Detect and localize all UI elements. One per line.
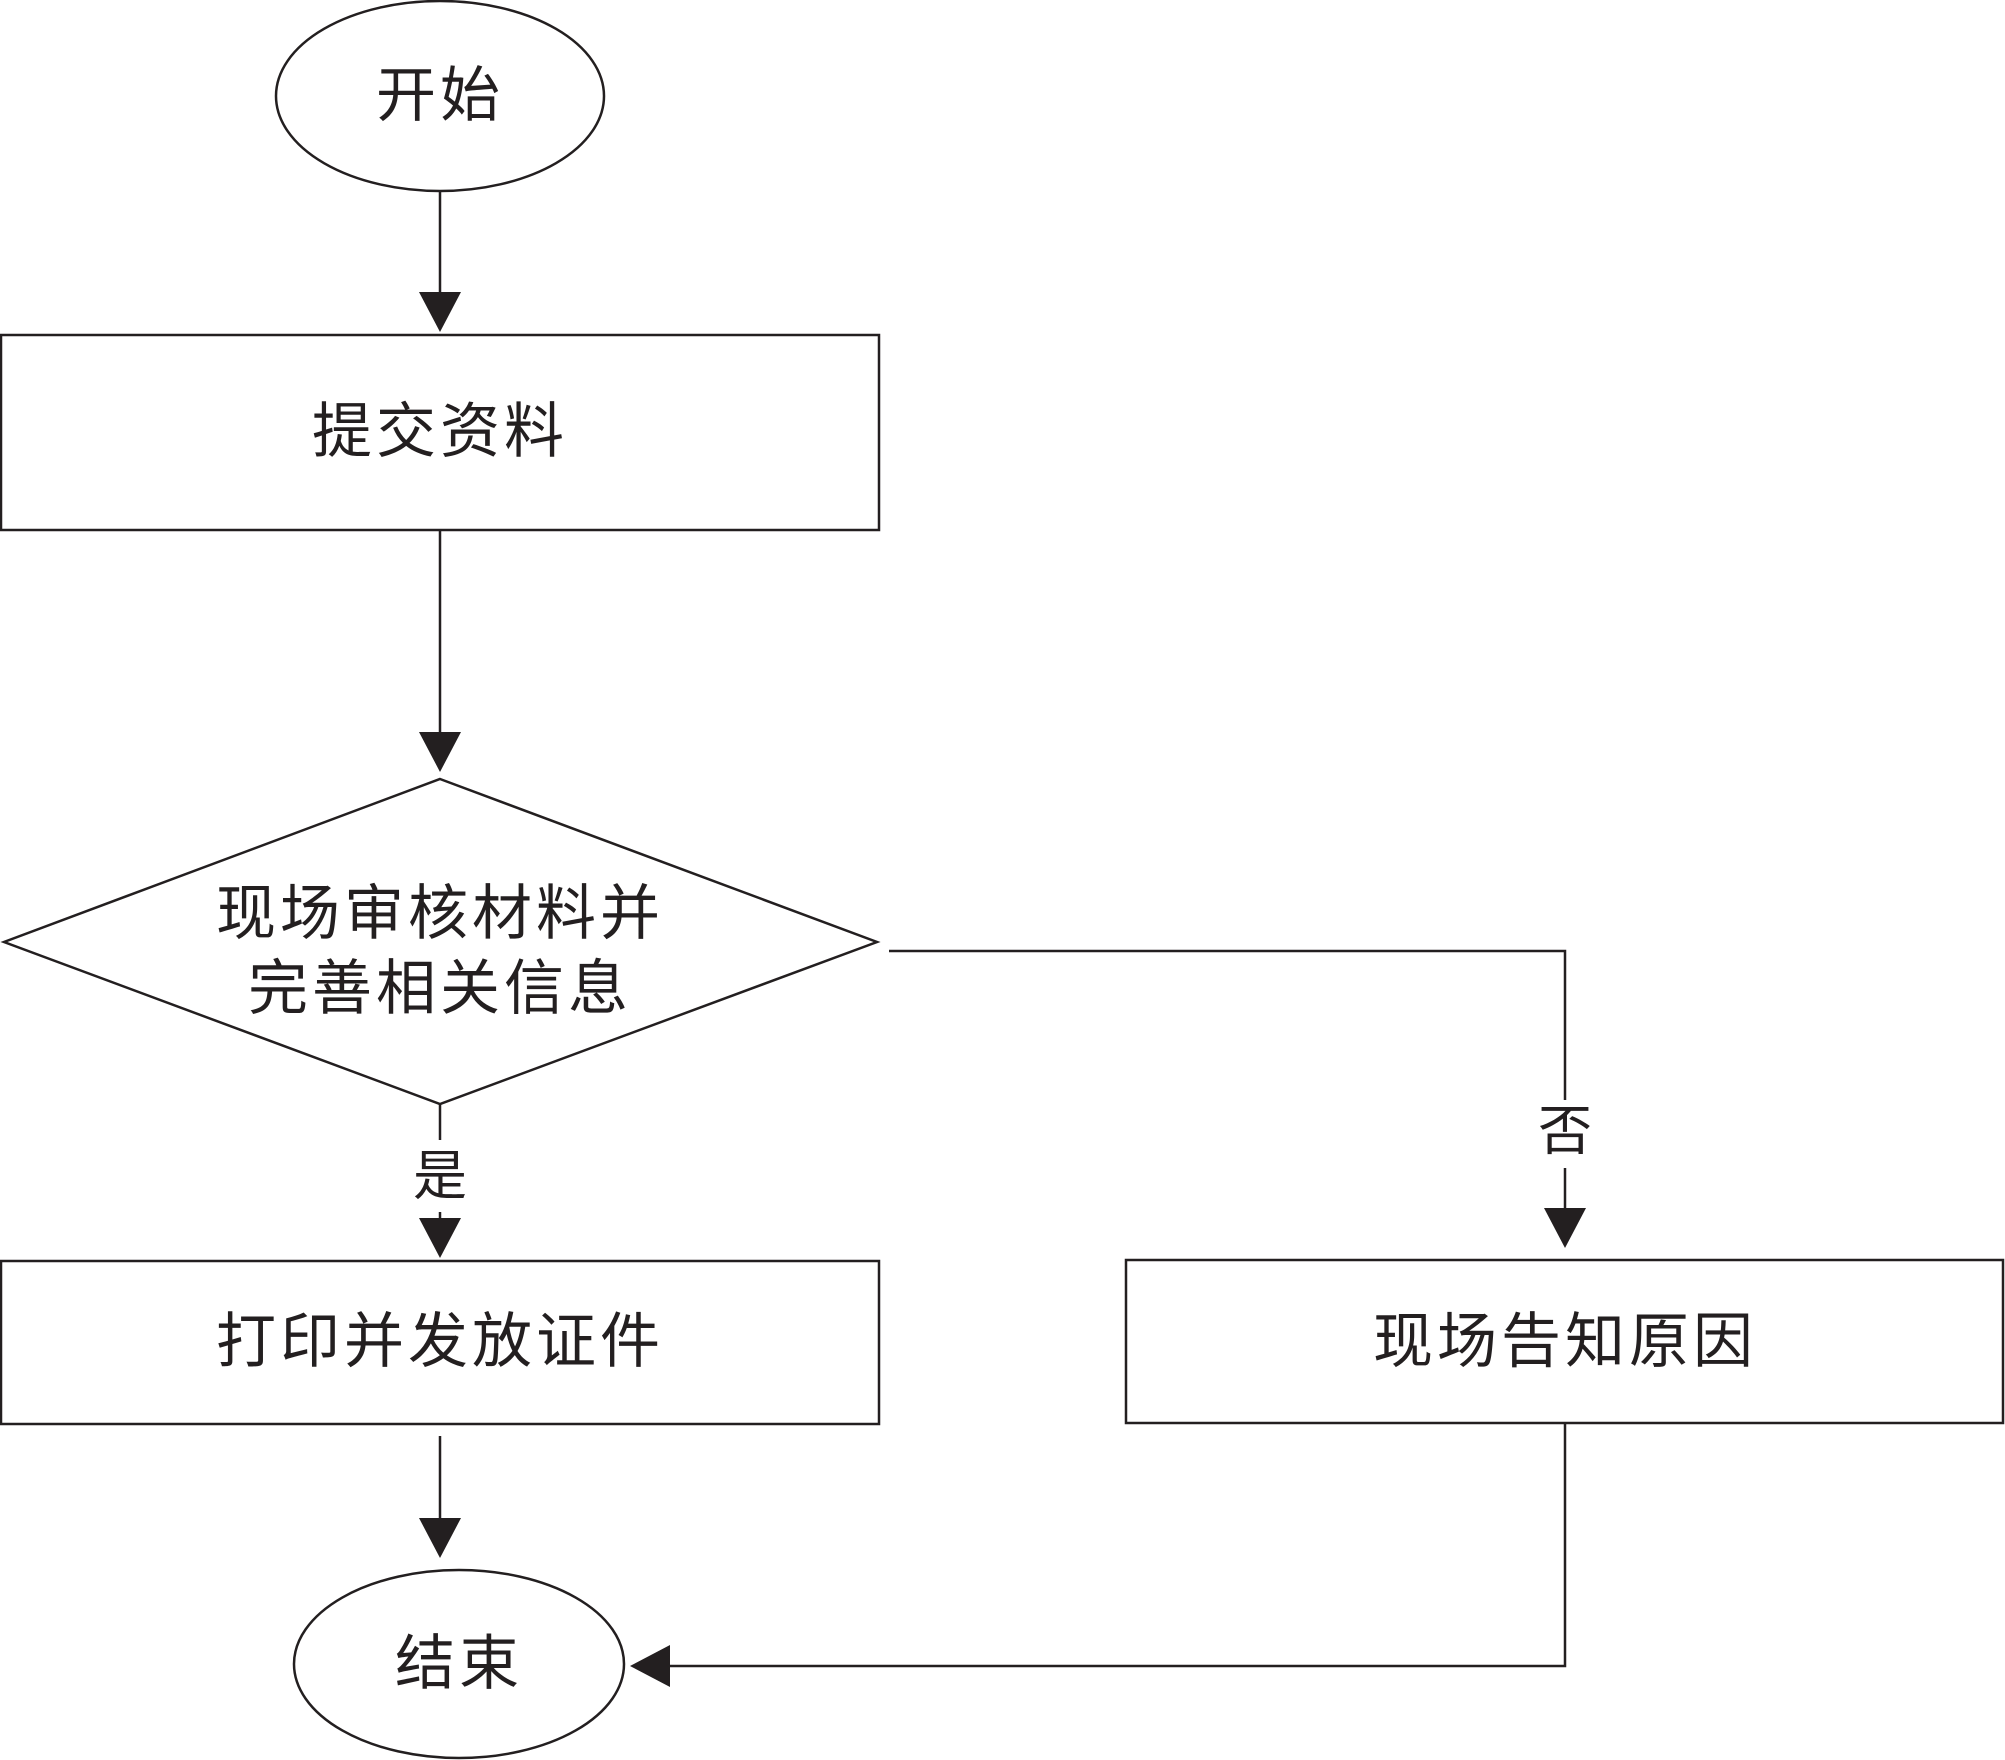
arrowhead-icon — [419, 1218, 461, 1258]
submit-label: 提交资料 — [312, 397, 568, 467]
end-label: 结束 — [395, 1629, 523, 1699]
review-label-line1: 现场审核材料并 — [216, 879, 664, 949]
start-label: 开始 — [376, 61, 504, 131]
edge-review-yes: 是 — [413, 1104, 467, 1258]
notify-label: 现场告知原因 — [1373, 1307, 1757, 1377]
print-node: 打印并发放证件 — [0, 1259, 881, 1426]
edge-submit-to-review — [419, 530, 461, 772]
edge-review-no: 否 — [889, 949, 1592, 1248]
edge-notify-to-end — [630, 1423, 1567, 1687]
no-label: 否 — [1538, 1100, 1592, 1163]
start-node: 开始 — [274, 0, 606, 193]
print-label: 打印并发放证件 — [216, 1307, 664, 1377]
arrowhead-icon — [419, 732, 461, 772]
notify-node: 现场告知原因 — [1124, 1258, 2005, 1425]
submit-node: 提交资料 — [0, 333, 881, 532]
review-decision-node: 现场审核材料并 完善相关信息 — [0, 777, 881, 1106]
yes-label: 是 — [413, 1145, 467, 1208]
edge-print-to-end — [419, 1436, 461, 1558]
edge-start-to-submit — [419, 191, 461, 332]
review-label-line2: 完善相关信息 — [248, 954, 632, 1024]
arrowhead-icon — [419, 1518, 461, 1558]
arrowhead-icon — [1544, 1208, 1586, 1248]
arrowhead-icon — [630, 1645, 670, 1687]
end-node: 结束 — [292, 1568, 626, 1760]
arrowhead-icon — [419, 292, 461, 332]
